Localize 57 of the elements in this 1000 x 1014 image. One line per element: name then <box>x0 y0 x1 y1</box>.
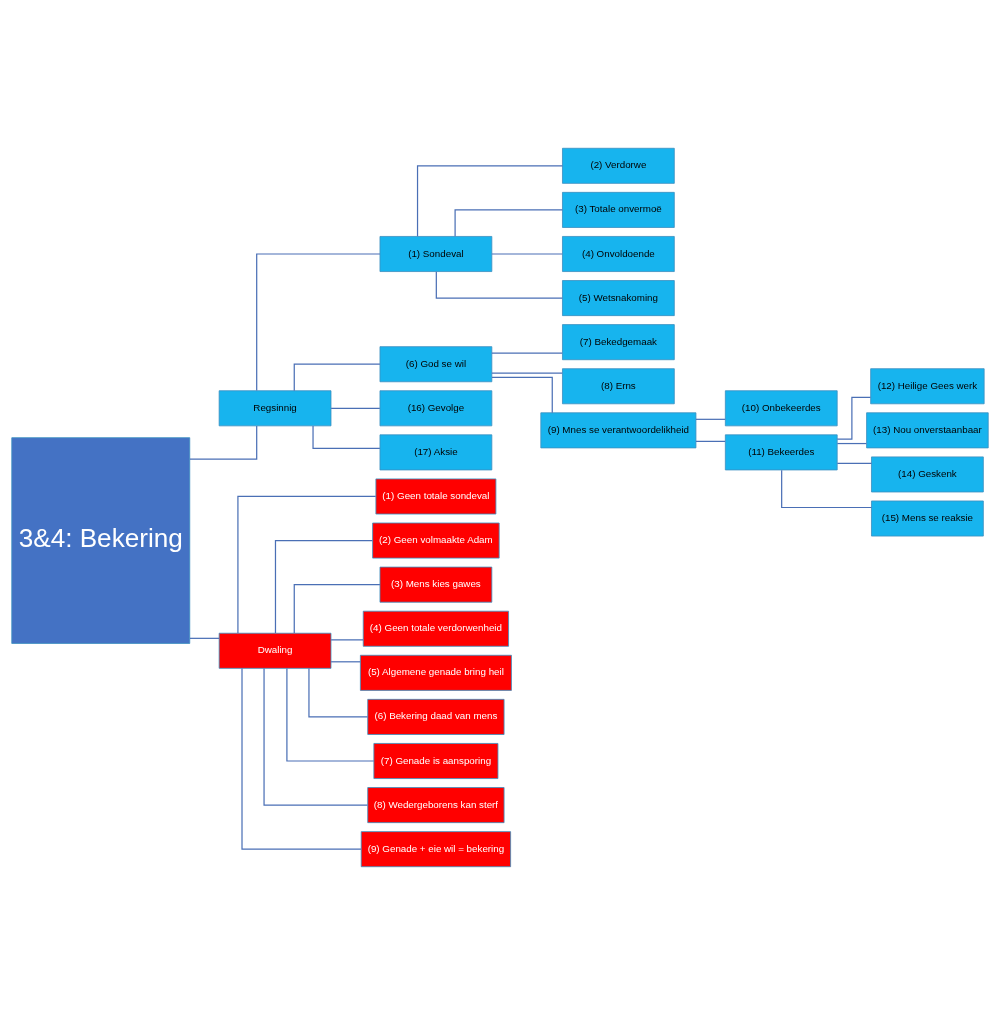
connector <box>454 208 564 237</box>
node-box: (4) Geen totale verdorwenheid <box>362 610 509 647</box>
connector <box>189 425 258 460</box>
node-box: Dwaling <box>218 632 332 669</box>
node-box: (15) Mens se reaksie <box>871 500 984 536</box>
node-box: (6) God se wil <box>379 345 493 382</box>
node-box: (1) Sondeval <box>379 235 493 272</box>
connector <box>330 638 364 640</box>
connector <box>293 363 381 391</box>
node-box: (16) Gevolge <box>379 389 493 426</box>
connector <box>836 462 873 464</box>
node-box: (4) Onvoldoende <box>562 235 675 272</box>
node-box: (11) Bekeerdes <box>724 433 838 470</box>
connector <box>695 418 726 420</box>
connector <box>781 469 873 508</box>
node-box: (10) Onbekeerdes <box>724 389 838 426</box>
connector <box>308 667 369 718</box>
connector <box>836 396 872 440</box>
node-box: (14) Geskenk <box>871 455 984 492</box>
connector <box>312 424 381 449</box>
node-box: (7) Genade is aansporing <box>373 742 499 779</box>
connector <box>274 539 374 634</box>
connector <box>491 376 553 413</box>
connector <box>293 583 381 634</box>
connector <box>416 164 564 237</box>
connector <box>189 637 220 639</box>
node-box: (6) Bekering daad van mens <box>367 698 505 735</box>
node-box: (7) Bekedgemaak <box>562 323 675 360</box>
node-box: Regsinnig <box>218 389 332 426</box>
node-box: (8) Erns <box>562 367 675 404</box>
node-box: (5) Wetsnakoming <box>562 279 675 316</box>
connector <box>330 407 381 409</box>
node-box: (8) Wedergeborens kan sterf <box>367 786 505 823</box>
connector <box>695 440 726 442</box>
node-box: (2) Verdorwe <box>562 147 675 184</box>
node-box: (1) Geen totale sondeval <box>375 478 497 514</box>
connector <box>263 667 369 806</box>
connector <box>241 667 362 850</box>
connector <box>435 270 563 299</box>
connector <box>491 252 563 255</box>
connector <box>256 252 381 391</box>
node-box: (9) Mnes se verantwoordelikheid <box>540 411 697 448</box>
node-box: (13) Nou onverstaanbaar <box>866 411 989 448</box>
node-box: 3&4: Bekering <box>11 436 191 644</box>
connector <box>286 667 375 762</box>
node-box: (17) Aksie <box>379 433 493 470</box>
connector <box>491 371 563 374</box>
node-box: (2) Geen volmaakte Adam <box>372 522 500 559</box>
node-box: (3) Mens kies gawes <box>379 566 493 603</box>
connector <box>330 660 361 662</box>
connector <box>237 495 377 634</box>
node-box: (3) Totale onvermoë <box>562 191 675 228</box>
node-box: (12) Heilige Gees werk <box>870 367 985 404</box>
connector <box>491 352 563 354</box>
node-box: (9) Genade + eie wil = bekering <box>360 830 512 867</box>
node-box: (5) Algemene genade bring heil <box>359 654 512 691</box>
connector <box>836 442 867 444</box>
